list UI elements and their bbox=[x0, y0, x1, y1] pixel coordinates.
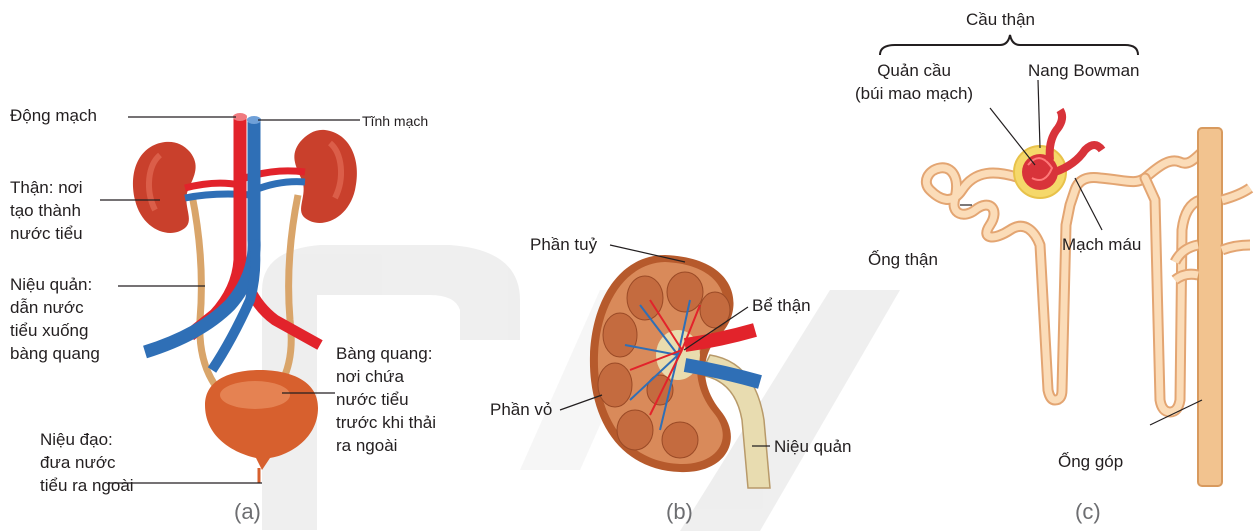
panel-a-urinary-system bbox=[100, 113, 360, 483]
caption-b: (b) bbox=[666, 500, 693, 523]
left-ureter bbox=[192, 195, 215, 385]
label-mach-mau: Mạch máu bbox=[1062, 233, 1141, 256]
label-bang-quang-line4: trước khi thải bbox=[336, 411, 436, 434]
label-cau-than: Cầu thận bbox=[966, 8, 1035, 31]
label-ong-than: Ống thận bbox=[868, 248, 938, 271]
label-bang-quang-line3: nước tiểu bbox=[336, 388, 436, 411]
label-dong-mach: Động mạch bbox=[10, 104, 97, 127]
label-nieu-dao-line2: đưa nước bbox=[40, 451, 134, 474]
label-nang-bowman: Nang Bowman bbox=[1028, 59, 1140, 82]
label-phan-vo: Phần vỏ bbox=[490, 398, 552, 421]
label-tinh-mach: Tĩnh mạch bbox=[362, 110, 428, 133]
label-nieu-dao-line3: tiểu ra ngoài bbox=[40, 474, 134, 497]
caption-a: (a) bbox=[234, 500, 261, 523]
label-nieu-quan-line2: dẫn nước bbox=[10, 296, 100, 319]
label-ong-gop: Ống góp bbox=[1058, 450, 1123, 473]
label-bang-quang: Bàng quang: nơi chứa nước tiểu trước khi… bbox=[336, 342, 436, 457]
label-quan-cau: Quản cầu (búi mao mạch) bbox=[855, 59, 973, 105]
label-than-line1: Thận: nơi bbox=[10, 176, 83, 199]
label-nieu-quan-line1: Niệu quản: bbox=[10, 273, 100, 296]
renal-tubule bbox=[926, 145, 1212, 412]
brace bbox=[880, 35, 1138, 55]
label-bang-quang-line1: Bàng quang: bbox=[336, 342, 436, 365]
label-than-line3: nước tiểu bbox=[10, 222, 83, 245]
right-kidney bbox=[294, 130, 357, 223]
label-nieu-quan-a: Niệu quản: dẫn nước tiểu xuống bàng quan… bbox=[10, 273, 100, 365]
label-nieu-dao-line1: Niệu đạo: bbox=[40, 428, 134, 451]
label-phan-tuy: Phần tuỷ bbox=[530, 233, 597, 256]
label-nieu-quan-line4: bàng quang bbox=[10, 342, 100, 365]
label-be-than: Bể thận bbox=[752, 294, 811, 317]
label-quan-cau-line1: Quản cầu bbox=[855, 59, 973, 82]
label-nieu-quan-b: Niệu quản bbox=[774, 435, 852, 458]
label-nieu-dao: Niệu đạo: đưa nước tiểu ra ngoài bbox=[40, 428, 134, 497]
label-bang-quang-line5: ra ngoài bbox=[336, 434, 436, 457]
label-than: Thận: nơi tạo thành nước tiểu bbox=[10, 176, 83, 245]
label-nieu-quan-line3: tiểu xuống bbox=[10, 319, 100, 342]
caption-c: (c) bbox=[1075, 500, 1101, 523]
label-than-line2: tạo thành bbox=[10, 199, 83, 222]
collecting-duct bbox=[1198, 128, 1222, 486]
label-bang-quang-line2: nơi chứa bbox=[336, 365, 436, 388]
label-quan-cau-line2: (búi mao mạch) bbox=[855, 82, 973, 105]
